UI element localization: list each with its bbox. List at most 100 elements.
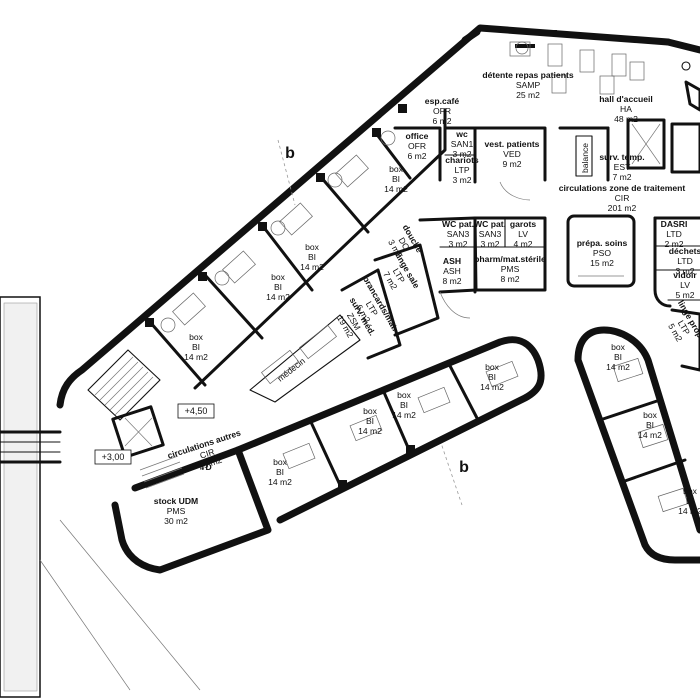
rooms-code: OFR xyxy=(408,141,426,151)
level-upper-text: +4,50 xyxy=(185,406,208,416)
rooms-name: surv. temp. xyxy=(599,152,644,162)
left-bridge xyxy=(0,296,201,698)
rooms-code: LTD xyxy=(666,229,682,239)
boxes-code: BI xyxy=(646,420,654,430)
medecin-label: médecin xyxy=(275,356,307,384)
rooms-code: VED xyxy=(503,149,521,159)
rooms-name: vest. patients xyxy=(485,139,540,149)
dining-furniture xyxy=(509,41,645,95)
boxes-name: box xyxy=(273,457,288,467)
boxes-code: BI xyxy=(308,252,316,262)
boxes-11: b xyxy=(694,508,699,518)
boxes-name: box xyxy=(485,362,500,372)
rooms-area: 48 m2 xyxy=(614,114,638,124)
boxes-area: 14 m2 xyxy=(358,426,382,436)
rooms-name: esp.café xyxy=(425,96,460,106)
rooms-code: LTD xyxy=(677,256,693,266)
rooms-name: DASRI xyxy=(661,219,688,229)
boxes-code: BI xyxy=(686,496,694,506)
balance-label: balance xyxy=(580,143,590,173)
section-mark-bottom: b xyxy=(459,459,469,476)
rooms-code: HA xyxy=(620,104,632,114)
boxes-name: box xyxy=(643,410,658,420)
rooms-name: chariots xyxy=(445,155,479,165)
boxes-name: box xyxy=(397,390,412,400)
rooms-area: 3 m2 xyxy=(448,239,467,249)
rooms-name: garots xyxy=(510,219,536,229)
section-lines xyxy=(277,139,463,506)
boxes-area: 14 m2 xyxy=(268,477,292,487)
boxes-name: box xyxy=(389,164,404,174)
rooms-code: PMS xyxy=(501,264,520,274)
rooms-code: LV xyxy=(518,229,528,239)
rooms-code: PSO xyxy=(593,248,611,258)
boxes-area: 14 m2 xyxy=(266,292,290,302)
boxes-name: b xyxy=(694,508,699,518)
rooms-code: OFR xyxy=(433,106,451,116)
rooms-area: 2 m2 xyxy=(664,239,683,249)
boxes-code: BI xyxy=(274,282,282,292)
top-services xyxy=(393,126,610,201)
boxes-name: box xyxy=(189,332,204,342)
rooms-name: WC pat. xyxy=(474,219,506,229)
boxes-code: BI xyxy=(192,342,200,352)
rooms-name: prépa. soins xyxy=(577,238,628,248)
rooms-name: WC pat. xyxy=(442,219,474,229)
level-marker-upper: +4,50 xyxy=(177,403,215,419)
hall-block xyxy=(626,38,700,174)
rooms-name: office xyxy=(406,131,429,141)
rooms-area: 25 m2 xyxy=(516,90,540,100)
section-mark-top: b xyxy=(285,145,295,162)
boxes-area: 14 m2 xyxy=(184,352,208,362)
rooms-code: CIR xyxy=(615,193,630,203)
level-marker-lower: +3,00 xyxy=(94,449,132,465)
rooms-name: pharm/mat.stérile xyxy=(474,254,546,264)
boxes-area: 14 m2 xyxy=(384,184,408,194)
rooms-code: LTP xyxy=(454,165,469,175)
lower-wing xyxy=(111,336,545,574)
rooms-area: 4 m2 xyxy=(513,239,532,249)
rooms-name: stock UDM xyxy=(154,496,198,506)
rooms-name: circulations zone de traitement xyxy=(559,183,686,193)
rooms-name: wc xyxy=(455,129,468,139)
rooms-area: 201 m2 xyxy=(608,203,637,213)
right-wing xyxy=(574,326,700,564)
rooms-area: 6 m2 xyxy=(407,151,426,161)
rooms-area: 3 m2 xyxy=(452,149,471,159)
right-services xyxy=(566,214,700,372)
boxes-area: 14 m2 xyxy=(678,506,700,516)
boxes-name: box xyxy=(363,406,378,416)
boxes-name: box xyxy=(611,342,626,352)
rooms-area: 3 m2 xyxy=(675,266,694,276)
rooms-name: vidoir xyxy=(673,270,697,280)
rooms-area: 6 m2 xyxy=(432,116,451,126)
rooms-area: 30 m2 xyxy=(164,516,188,526)
rooms-area: 3 m2 xyxy=(480,239,499,249)
boxes-name: box xyxy=(271,272,286,282)
rooms-code: SAMP xyxy=(516,80,541,90)
boxes-area: 14 m2 xyxy=(392,410,416,420)
boxes-code: BI xyxy=(276,467,284,477)
